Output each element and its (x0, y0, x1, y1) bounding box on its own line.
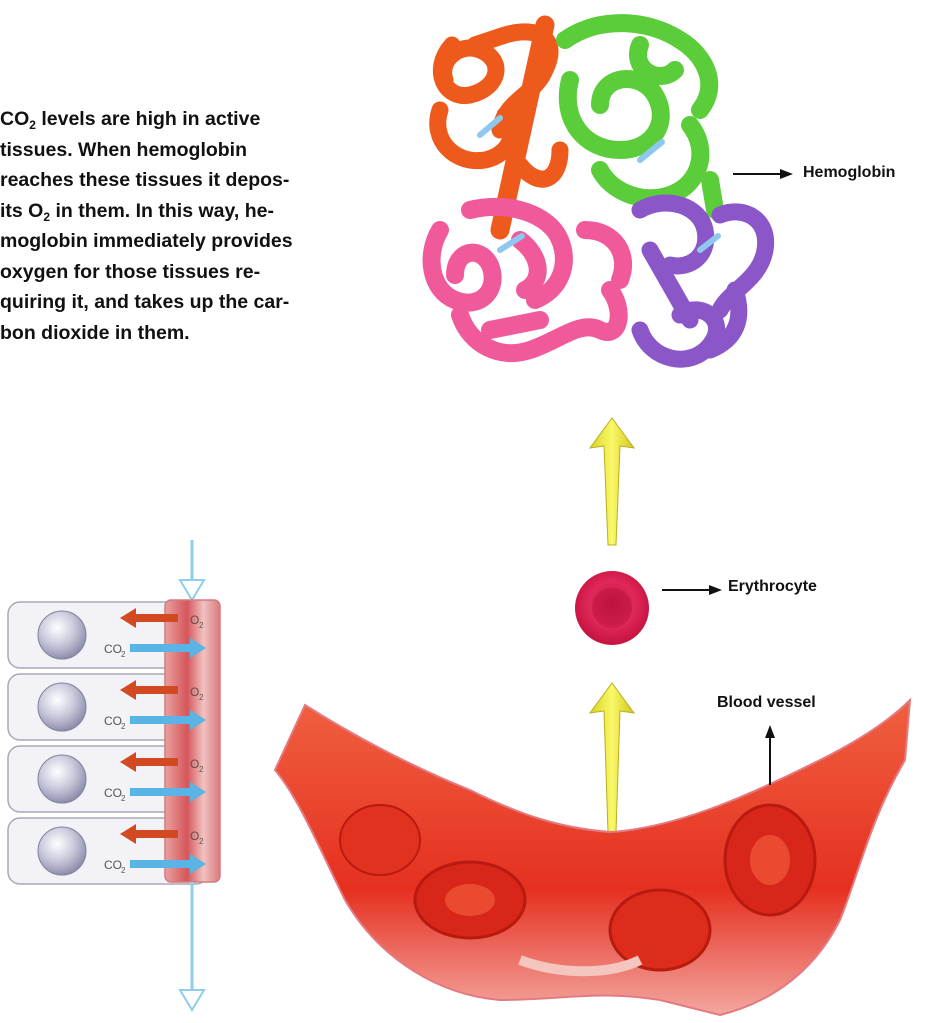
o2-label: O (190, 829, 199, 843)
erythrocyte (575, 571, 649, 645)
co2-subscript: 2 (121, 794, 126, 803)
yellow-arrow-upper (590, 418, 634, 545)
yellow-arrow-lower (590, 683, 634, 832)
hemoglobin-pink-subunit (432, 207, 624, 353)
co2-subscript: 2 (121, 722, 126, 731)
co2-label: CO (104, 714, 122, 728)
o2-subscript: 2 (199, 765, 204, 774)
blood-vessel (275, 700, 910, 1015)
co2-subscript: 2 (121, 650, 126, 659)
co2-label: CO (104, 858, 122, 872)
co2-label: CO (104, 642, 122, 656)
hemoglobin-pointer-arrow (733, 169, 793, 179)
erythrocyte-label: Erythrocyte (728, 578, 817, 596)
co2-subscript: 2 (121, 866, 126, 875)
cell-nucleus (38, 611, 86, 659)
cell-nucleus (38, 755, 86, 803)
erythrocyte-pointer-arrow (662, 585, 722, 595)
blood-vessel-pointer-arrow (765, 725, 775, 785)
hemoglobin-molecule (432, 23, 766, 359)
o2-label: O (190, 685, 199, 699)
o2-subscript: 2 (199, 621, 204, 630)
hemoglobin-green-subunit (565, 23, 715, 210)
blood-vessel-label: Blood vessel (717, 694, 816, 712)
o2-label: O (190, 757, 199, 771)
cell-nucleus (38, 827, 86, 875)
o2-subscript: 2 (199, 837, 204, 846)
hemoglobin-label: Hemoglobin (803, 164, 895, 182)
co2-label: CO (104, 786, 122, 800)
blood-flow-out-arrow (180, 882, 204, 1010)
cell-nucleus (38, 683, 86, 731)
o2-subscript: 2 (199, 693, 204, 702)
blood-flow-in-arrow (180, 540, 204, 600)
o2-label: O (190, 613, 199, 627)
hemoglobin-purple-subunit (640, 203, 766, 359)
